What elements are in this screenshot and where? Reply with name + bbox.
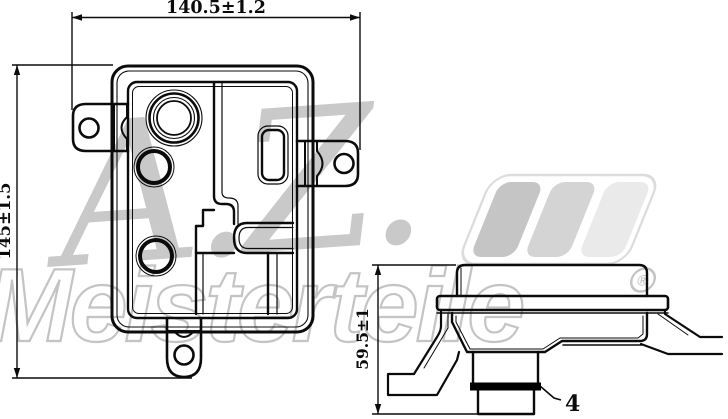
stripe-mid — [527, 182, 595, 257]
body-outer-edge — [110, 64, 315, 334]
stripe-light — [581, 182, 649, 257]
side-left-bracket — [386, 308, 461, 397]
width-dimension-text: 140.5±1.2 — [166, 0, 266, 18]
left-tab-hole — [78, 117, 100, 139]
side-height-dimension-text: 59.5±1 — [353, 308, 372, 370]
large-port-circle — [145, 89, 203, 147]
callout-leader-line — [539, 385, 562, 401]
stripe-dark — [473, 182, 541, 257]
lower-hole — [135, 235, 177, 277]
watermark: A.Z. Meisterteile ® — [0, 60, 657, 365]
side-height-dimension — [372, 264, 477, 415]
body-inner-face — [126, 80, 299, 320]
middle-hole — [133, 146, 175, 188]
side-right-bracket — [639, 308, 724, 356]
neck-lower — [476, 388, 536, 416]
arrow-left — [72, 14, 82, 21]
width-dimension — [71, 12, 361, 150]
dimension-lines — [12, 12, 562, 415]
height-dimension — [12, 64, 192, 379]
registered-mark-icon: ® — [630, 267, 656, 293]
arrow-up — [374, 265, 382, 275]
flange — [435, 294, 670, 312]
watermark-script-text: A.Z. — [35, 60, 424, 314]
arrow-down — [13, 368, 21, 378]
side-slot — [257, 125, 289, 185]
side-view-drawing — [386, 263, 724, 416]
arrow-right — [350, 14, 360, 21]
seal-band — [470, 382, 541, 391]
bottom-tab-hole — [173, 344, 195, 366]
seal-band-callout-number: 4 — [565, 391, 580, 417]
front-view-drawing — [71, 64, 360, 379]
internal-contours — [194, 81, 295, 316]
watermark-brand-text: Meisterteile — [0, 248, 522, 364]
front-right-tab — [295, 139, 360, 188]
three-stripes-icon — [461, 173, 657, 266]
height-dimension-text: 145±1.5 — [0, 183, 14, 260]
right-tab-hole — [333, 152, 355, 175]
pan-outline — [450, 311, 649, 354]
arrow-down — [374, 404, 382, 414]
arrow-up — [13, 65, 21, 75]
